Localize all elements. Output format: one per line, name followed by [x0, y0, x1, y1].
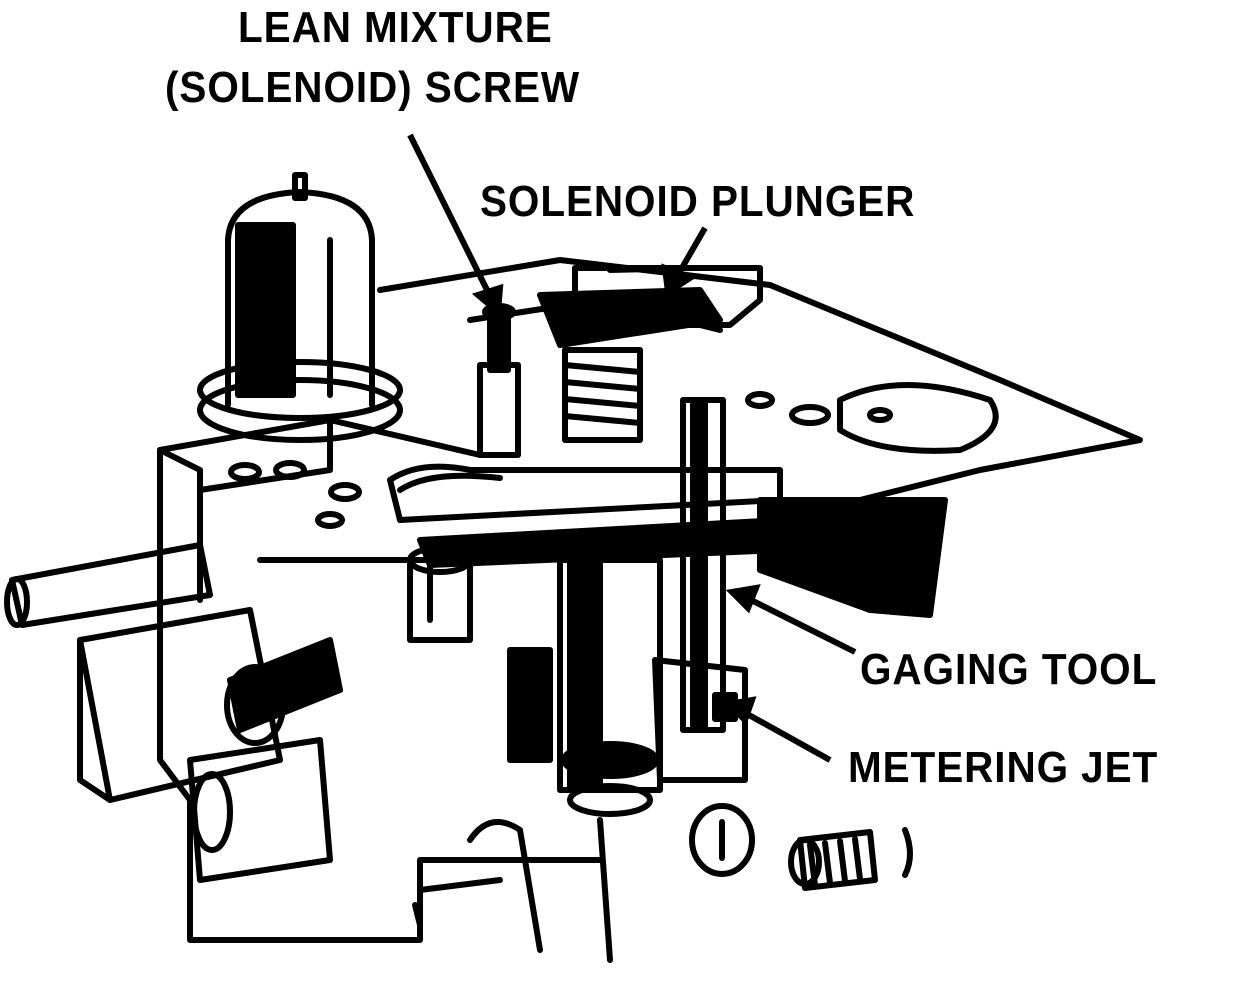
- throttle-linkage: [412, 819, 543, 953]
- idle-screw: [788, 827, 913, 891]
- main-well-column: [557, 557, 663, 963]
- choke-housing: [197, 172, 403, 443]
- label-lean-mixture-line2: (SOLENOID) SCREW: [165, 63, 581, 112]
- metering-jet-arrow: [738, 707, 832, 763]
- gaging-tool-arrow: [743, 594, 857, 655]
- solenoid-spring: [562, 347, 643, 443]
- metering-jet: [652, 657, 755, 877]
- lean-mixture-arrow: [407, 133, 495, 302]
- lower-left-block: [77, 607, 343, 883]
- label-lean-mixture-line1: LEAN MIXTURE: [238, 3, 553, 52]
- label-gaging-tool: GAGING TOOL: [860, 645, 1158, 694]
- gaging-tool-rod: [680, 397, 726, 733]
- solenoid-plunger-bracket: [537, 265, 763, 348]
- callout-arrows: [407, 133, 857, 763]
- left-hose-fitting: [4, 542, 213, 628]
- float-bowl-block: [757, 497, 948, 618]
- label-solenoid-plunger: SOLENOID PLUNGER: [480, 177, 916, 226]
- accelerator-pump-well: [407, 545, 553, 763]
- lean-mixture-screw: [477, 303, 521, 458]
- label-metering-jet: METERING JET: [848, 743, 1159, 792]
